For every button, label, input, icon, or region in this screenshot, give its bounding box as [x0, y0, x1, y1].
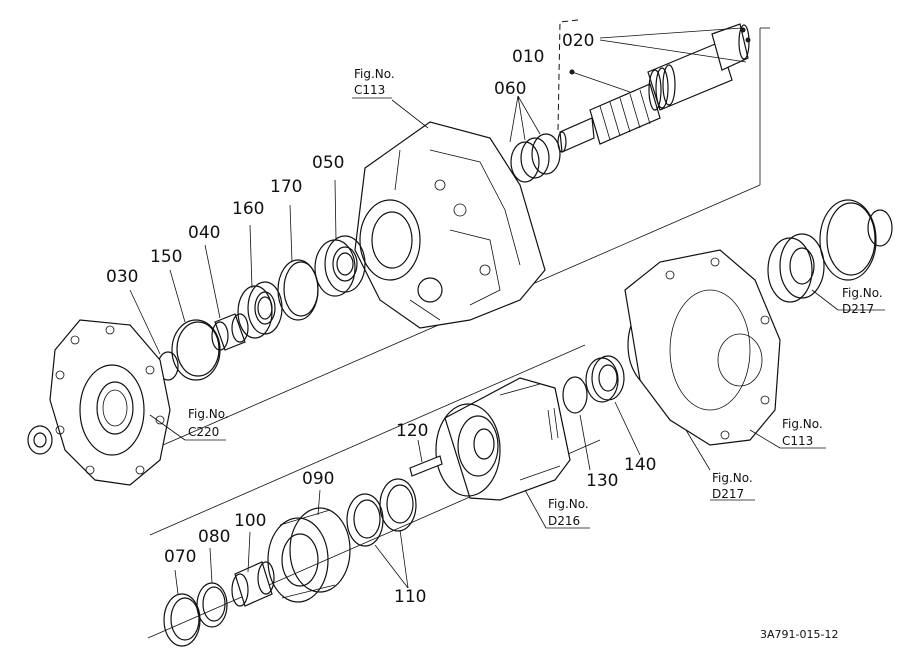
- label-110: 110: [394, 587, 426, 607]
- gear-090-drawing: [267, 489, 351, 603]
- label-170: 170: [270, 177, 302, 197]
- label-020: 020: [562, 31, 594, 51]
- fig-d217-right-code: D217: [842, 302, 874, 316]
- fig-d216-code: D216: [548, 514, 580, 528]
- label-030: 030: [106, 267, 138, 287]
- fig-c220-prefix: Fig.No.: [188, 407, 229, 421]
- fig-c113-right-prefix: Fig.No.: [782, 417, 823, 431]
- bearing-160-drawing: [237, 224, 283, 339]
- housing-c113-drawing: [354, 99, 546, 329]
- label-060: 060: [494, 79, 526, 99]
- fig-c220-code: C220: [188, 425, 219, 439]
- fig-ref-leaders: [149, 97, 885, 529]
- washers-110-drawing: [346, 478, 417, 589]
- flange-c220-drawing: [27, 319, 171, 486]
- fig-d216-prefix: Fig.No.: [548, 497, 589, 511]
- shaft-010-drawing: [557, 23, 751, 153]
- bearing-050-drawing: [314, 179, 366, 297]
- pin-120-drawing: [409, 439, 443, 477]
- label-150: 150: [150, 247, 182, 267]
- ring-170-drawing: [277, 204, 319, 321]
- leader-020: [599, 27, 747, 63]
- label-040: 040: [188, 223, 220, 243]
- bearing-d217-right-drawing: [767, 199, 893, 311]
- ring-070-drawing: [163, 569, 201, 647]
- label-080: 080: [198, 527, 230, 547]
- label-050: 050: [312, 153, 344, 173]
- fig-d217-mid-prefix: Fig.No.: [712, 471, 753, 485]
- ring-080-drawing: [196, 547, 228, 628]
- label-160: 160: [232, 199, 264, 219]
- ring-150-drawing: [169, 269, 221, 381]
- housing-c113-right-drawing: [624, 249, 781, 449]
- fig-d217-right-prefix: Fig.No.: [842, 286, 883, 300]
- ring-130-drawing: [562, 376, 591, 471]
- collar-040-drawing: [204, 244, 249, 351]
- label-140: 140: [624, 455, 656, 475]
- rings-060: [509, 95, 561, 183]
- label-120: 120: [396, 421, 428, 441]
- label-130: 130: [586, 471, 618, 491]
- bearing-140-drawing: [585, 355, 641, 456]
- drum-d216-drawing: [435, 377, 571, 501]
- bearing-100-drawing: [231, 531, 275, 607]
- fig-d217-mid-code: D217: [712, 487, 744, 501]
- fig-c113-top-code: C113: [354, 83, 385, 97]
- bracket-010: [557, 19, 631, 131]
- label-070: 070: [164, 547, 196, 567]
- label-010: 010: [512, 47, 544, 67]
- fig-c113-top-prefix: Fig.No.: [354, 67, 395, 81]
- label-090: 090: [302, 469, 334, 489]
- fig-c113-right-code: C113: [782, 434, 813, 448]
- drawing-code: 3A791-015-12: [760, 628, 838, 641]
- label-100: 100: [234, 511, 266, 531]
